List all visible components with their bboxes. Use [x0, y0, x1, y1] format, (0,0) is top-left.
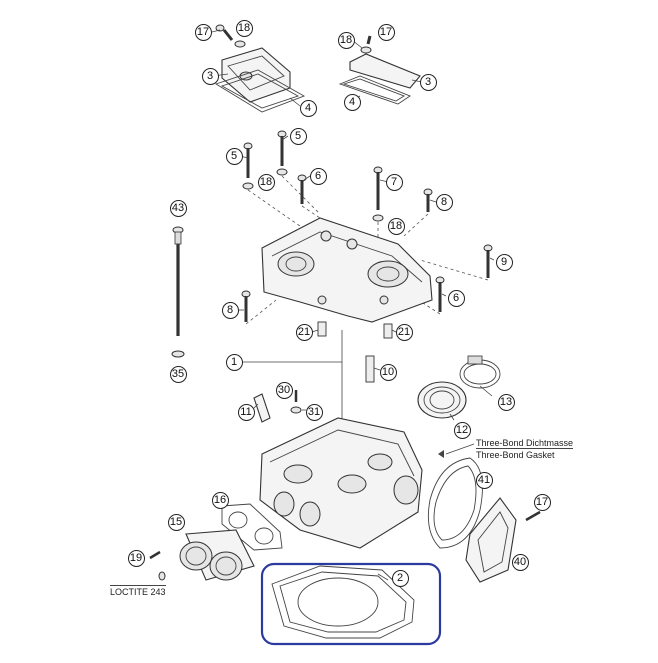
callout-13: 13 — [497, 393, 515, 411]
clamp-13 — [459, 355, 501, 389]
highlight-box — [260, 562, 442, 646]
callout-16: 16 — [211, 491, 229, 509]
gasket-41 — [427, 457, 483, 549]
callout-17: 17 — [533, 493, 551, 511]
callout-18: 18 — [235, 19, 253, 37]
cover-40 — [465, 497, 517, 583]
screw-17c — [525, 510, 541, 522]
callout-3: 3 — [201, 67, 219, 85]
exhaust-flange-15 — [179, 529, 255, 581]
callout-18: 18 — [337, 31, 355, 49]
callout-12: 12 — [453, 421, 471, 439]
callout-18: 18 — [257, 173, 275, 191]
bolt-6b — [435, 276, 445, 312]
callout-1: 1 — [225, 353, 243, 371]
note-loctite: LOCTITE 243 — [110, 585, 166, 597]
washer-18b — [360, 46, 372, 54]
callout-41: 41 — [475, 471, 493, 489]
callout-19: 19 — [127, 549, 145, 567]
dowel-21a — [317, 321, 327, 337]
note-threebond-de: Three-Bond Dichtmasse — [476, 438, 574, 449]
callout-8: 8 — [221, 301, 239, 319]
note-threebond-en: Three-Bond Gasket — [476, 450, 555, 460]
stud-43 — [171, 226, 185, 358]
sealant-point — [438, 450, 444, 458]
intake-boot — [417, 381, 467, 419]
bolt-7 — [372, 166, 384, 222]
callout-11: 11 — [237, 403, 255, 421]
callout-8: 8 — [435, 193, 453, 211]
bolt-5a — [242, 142, 254, 190]
callout-7: 7 — [385, 173, 403, 191]
head-gasket-2 — [271, 565, 415, 639]
bolt-5b — [276, 130, 288, 176]
callout-40: 40 — [511, 553, 529, 571]
screw-19 — [149, 550, 166, 581]
callout-18: 18 — [387, 217, 405, 235]
cylinder-head — [259, 417, 423, 549]
callout-17: 17 — [377, 23, 395, 41]
callout-15: 15 — [167, 513, 185, 531]
gasket-16 — [221, 503, 283, 551]
stud-10 — [365, 355, 375, 383]
bolt-8b — [241, 290, 251, 322]
sleeve-11 — [253, 393, 271, 423]
callout-9: 9 — [495, 253, 513, 271]
callout-21: 21 — [295, 323, 313, 341]
bolt-17a — [215, 24, 234, 41]
bolt-9 — [483, 244, 493, 278]
callout-17: 17 — [194, 23, 212, 41]
bolt-6a — [297, 174, 307, 204]
callout-43: 43 — [169, 199, 187, 217]
callout-2: 2 — [391, 569, 409, 587]
valve-cover-right — [338, 53, 421, 105]
callout-10: 10 — [379, 363, 397, 381]
washer-18a — [234, 40, 246, 48]
callout-5: 5 — [289, 127, 307, 145]
callout-4: 4 — [343, 93, 361, 111]
bolt-8a — [423, 188, 433, 212]
callout-31: 31 — [305, 403, 323, 421]
bolt-17b — [366, 35, 372, 45]
callout-6: 6 — [309, 167, 327, 185]
gasket-left — [214, 69, 306, 113]
callout-21: 21 — [395, 323, 413, 341]
callout-5: 5 — [225, 147, 243, 165]
callout-35: 35 — [169, 365, 187, 383]
washer-31 — [290, 406, 302, 414]
callout-30: 30 — [275, 381, 293, 399]
callout-4: 4 — [299, 99, 317, 117]
dowel-21b — [383, 323, 393, 339]
cam-carrier — [261, 217, 433, 323]
callout-3: 3 — [419, 73, 437, 91]
callout-6: 6 — [447, 289, 465, 307]
